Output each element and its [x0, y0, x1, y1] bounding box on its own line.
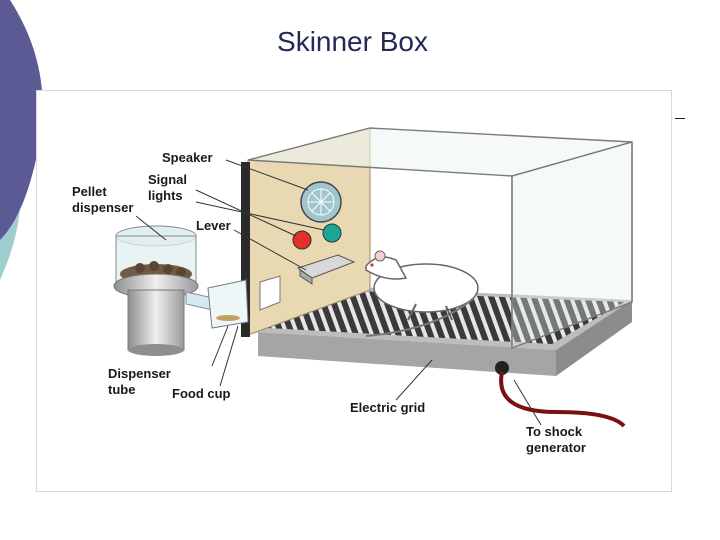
- shock-cable: [495, 361, 626, 428]
- teal-signal-light: [322, 223, 342, 243]
- label-pellet-2: dispenser: [72, 200, 133, 215]
- label-tube-2: tube: [108, 382, 135, 397]
- red-signal-light: [292, 230, 312, 250]
- label-lever: Lever: [196, 218, 231, 233]
- skinner-box-diagram: Speaker Signal lights Pellet dispenser L…: [72, 127, 633, 455]
- label-shock-2: generator: [526, 440, 586, 455]
- pellet-dispenser: [113, 225, 199, 356]
- slide-decoration: [0, 0, 43, 280]
- label-pellet-1: Pellet: [72, 184, 107, 199]
- speaker-icon: [300, 181, 342, 223]
- label-shock-1: To shock: [526, 424, 583, 439]
- label-electric-grid: Electric grid: [350, 400, 425, 415]
- label-speaker: Speaker: [162, 150, 213, 165]
- label-tube-1: Dispenser: [108, 366, 171, 381]
- leader-lines: [135, 159, 542, 426]
- title-rule: [675, 118, 685, 119]
- glass-box: [247, 127, 633, 350]
- label-signal-1: Signal: [148, 172, 187, 187]
- purple-arc: [0, 0, 43, 240]
- label-food-cup: Food cup: [172, 386, 231, 401]
- slide-title: Skinner Box: [277, 26, 428, 57]
- label-signal-2: lights: [148, 188, 183, 203]
- lever: [296, 254, 356, 285]
- panel-opening: [259, 275, 281, 311]
- food-cup: [207, 279, 249, 329]
- rat-illustration: [365, 250, 479, 337]
